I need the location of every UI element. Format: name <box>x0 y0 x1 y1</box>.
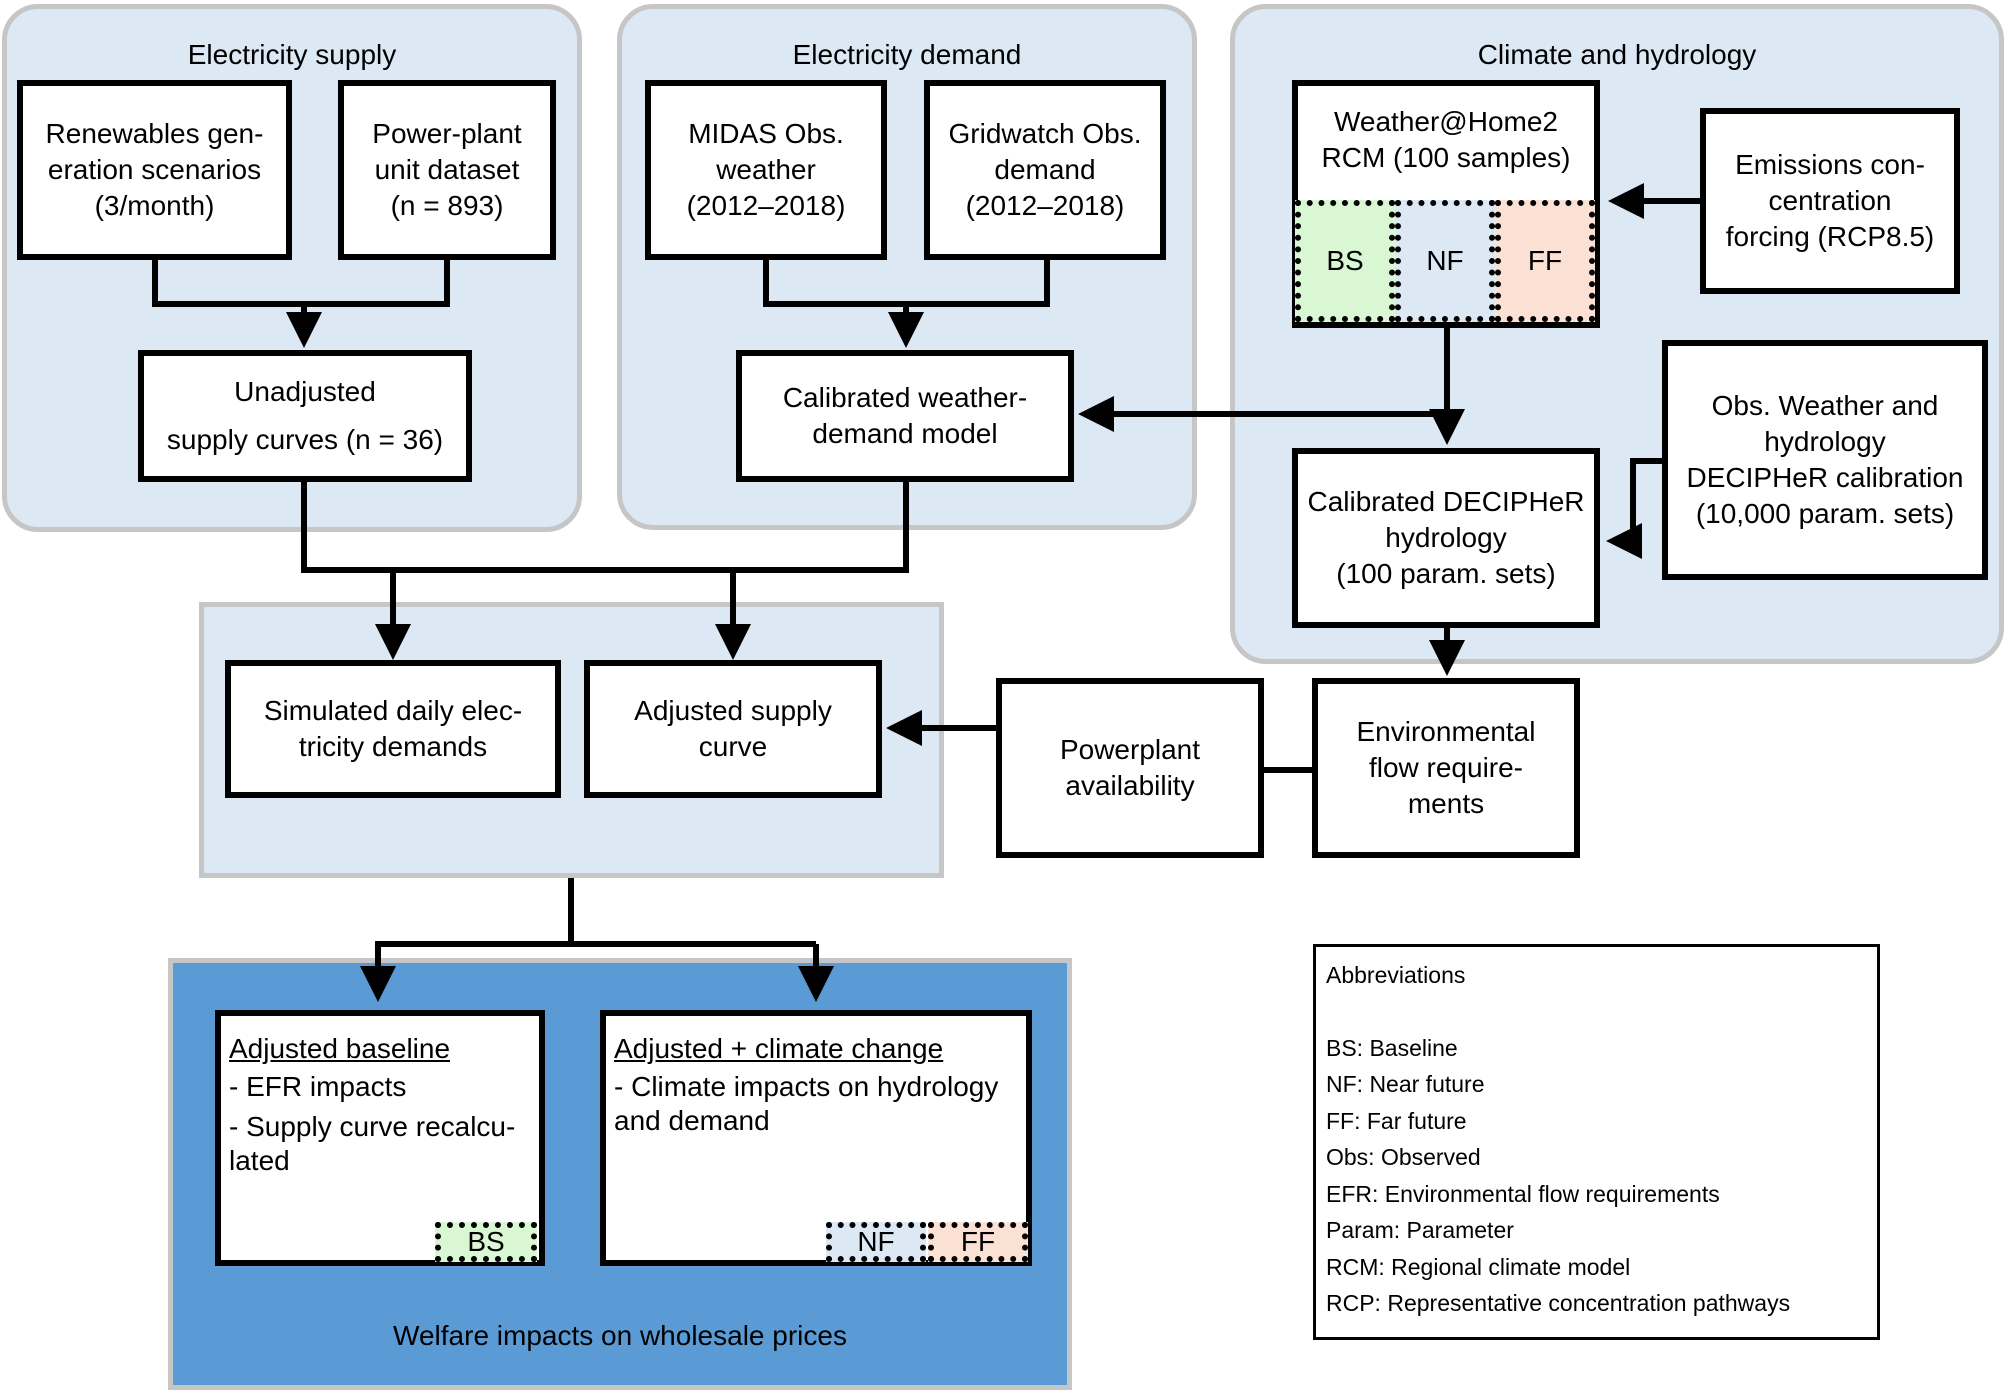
scenario-nf: NF <box>1395 200 1495 322</box>
group-title-climate: Climate and hydrology <box>1477 39 1757 70</box>
node-midas: MIDAS Obs.weather(2012–2018) <box>645 80 887 260</box>
scenario-ff: FF <box>1495 200 1595 322</box>
result-climate-item: and demand <box>614 1105 770 1136</box>
arrow-merge-to-middle <box>301 482 909 573</box>
result-baseline-heading: Adjusted baseline <box>229 1033 451 1064</box>
node-simulated-demand: Simulated daily elec-tricity demands <box>225 660 561 798</box>
legend-item: NF: Near future <box>1326 1071 1485 1097</box>
group-title-demand: Electricity demand <box>792 39 1022 70</box>
result-scenario-nf: NF <box>826 1222 926 1262</box>
legend-item: Obs: Observed <box>1326 1144 1481 1170</box>
result-baseline-item: - Supply curve recalcu- <box>229 1111 516 1142</box>
scenario-bs: BS <box>1295 200 1395 322</box>
legend-item: EFR: Environmental flow requirements <box>1326 1180 1720 1207</box>
node-calibrated-demand: Calibrated weather-demand model <box>736 350 1074 482</box>
abbreviations-legend: Abbreviations BS: Baseline NF: Near futu… <box>1313 944 1880 1340</box>
arrow-supply-inputs <box>152 258 450 307</box>
legend-item: Param: Parameter <box>1326 1217 1514 1243</box>
result-adjusted-climate: Adjusted + climate change - Climate impa… <box>600 1010 1032 1266</box>
node-renewables: Renewables gen-eration scenarios(3/month… <box>17 80 292 260</box>
legend-item: FF: Far future <box>1326 1107 1467 1134</box>
arrow-obs-to-decipher <box>1606 458 1662 559</box>
result-climate-item: - Climate impacts on hydrology <box>614 1071 999 1102</box>
result-scenario-ff: FF <box>928 1222 1028 1262</box>
arrow-demand-inputs <box>763 258 1050 307</box>
node-gridwatch: Gridwatch Obs.demand(2012–2018) <box>924 80 1166 260</box>
legend-title: Abbreviations <box>1326 962 1466 988</box>
result-baseline-item: - EFR impacts <box>229 1071 407 1102</box>
group-title-supply: Electricity supply <box>187 39 397 70</box>
result-scenario-bs: BS <box>435 1222 537 1262</box>
legend-item: BS: Baseline <box>1326 1034 1458 1061</box>
arrow-middle-to-welfare <box>360 878 574 1002</box>
legend-item: RCP: Representative concentration pathwa… <box>1326 1290 1791 1316</box>
welfare-label: Welfare impacts on wholesale prices <box>393 1320 847 1351</box>
result-baseline-item: lated <box>229 1145 290 1176</box>
result-climate-heading: Adjusted + climate change <box>614 1033 944 1064</box>
legend-item: RCM: Regional climate model <box>1326 1253 1631 1280</box>
